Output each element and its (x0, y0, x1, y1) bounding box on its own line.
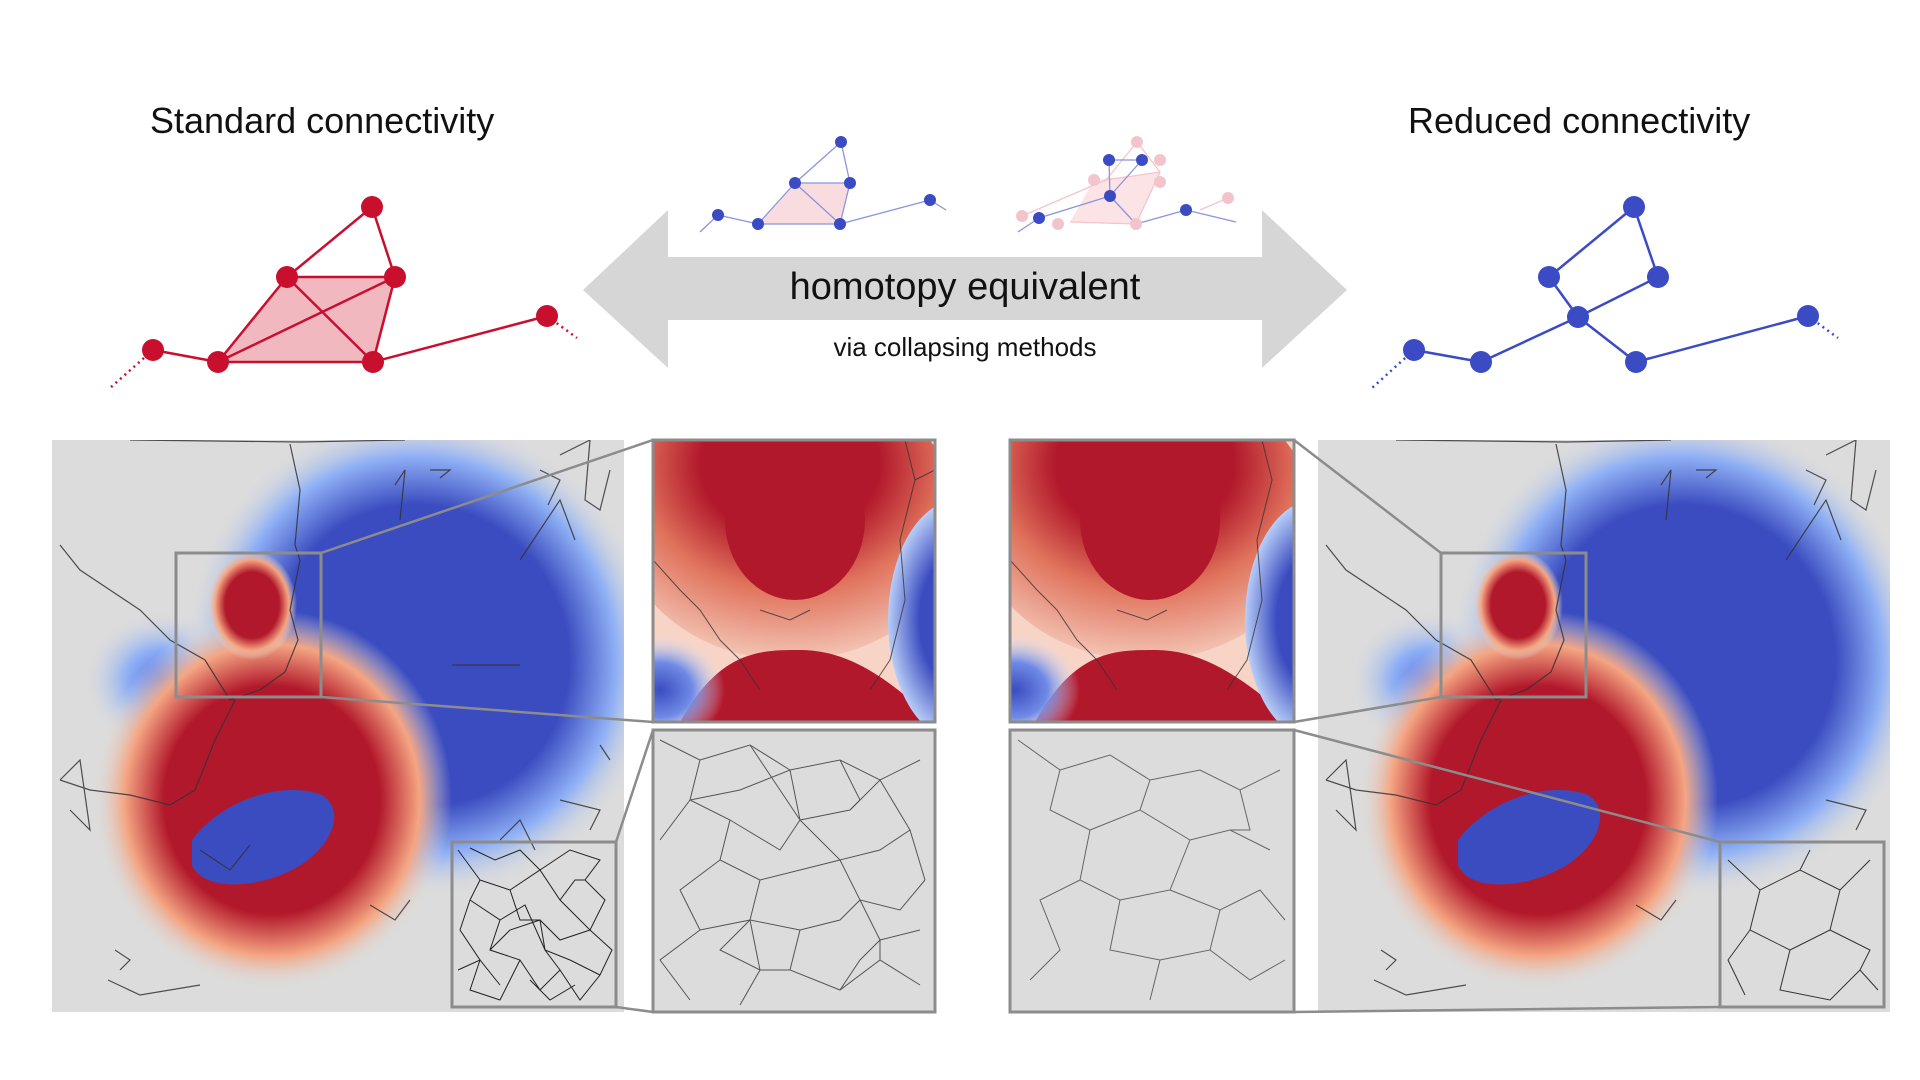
reduced-field-panel (1318, 440, 1890, 1012)
standard-graph (109, 196, 578, 389)
reduced-connectivity-title: Reduced connectivity (1408, 100, 1751, 141)
standard-field-panel (52, 440, 624, 1012)
reduced-zoom-mesh (1017, 739, 1286, 1001)
reduced-zoom-frame-top (1008, 438, 1296, 724)
standard-mesh-lines (59, 440, 611, 996)
reduced-zoom-field (1010, 440, 1294, 722)
reduced-zoom-connectors (1293, 439, 1721, 1014)
reduced-zoom-frame-bottom (1008, 728, 1296, 1014)
homotopy-label: homotopy equivalent (789, 266, 1141, 308)
reduced-mesh-lines (1325, 440, 1877, 996)
reduced-sparse-mesh (1727, 849, 1879, 1001)
standard-connectivity-title: Standard connectivity (150, 100, 495, 141)
homotopy-double-arrow (583, 210, 1347, 368)
reduced-zoom-box-bottom (1718, 840, 1886, 1009)
standard-zoom-box-bottom (450, 840, 618, 1009)
reduced-zoom-box-top (1439, 551, 1588, 699)
standard-zoom-field (653, 440, 935, 722)
standard-zoom-frame-top (651, 438, 937, 724)
standard-dense-mesh (457, 847, 613, 1001)
collapse-illustration-right (1016, 136, 1237, 233)
standard-zoom-mesh (659, 739, 926, 1006)
collapse-illustration-left (699, 136, 947, 233)
collapsing-methods-label: via collapsing methods (833, 332, 1097, 362)
standard-zoom-box-top (174, 551, 323, 699)
standard-zoom-connectors (320, 438, 655, 1014)
reduced-graph (1371, 196, 1839, 389)
